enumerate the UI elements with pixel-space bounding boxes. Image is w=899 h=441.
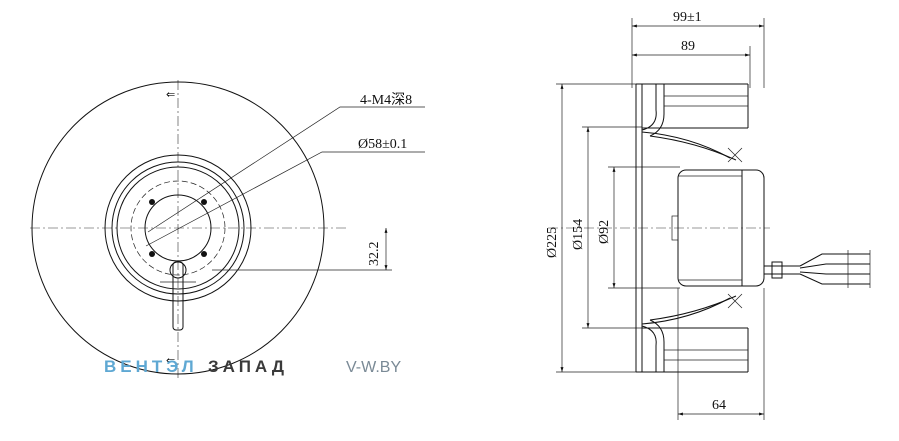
watermark: ВЕНТЭЛ ЗАПАД V-W.BY xyxy=(104,357,401,376)
mounting-holes xyxy=(149,199,207,257)
rotation-arrow-bottom: ⇐ xyxy=(166,354,175,367)
rotation-arrow-top: ⇐ xyxy=(166,88,175,101)
inlet-ring-middle xyxy=(111,161,245,295)
watermark-brand-part2: ЗАПАД xyxy=(208,357,288,376)
mounting-hole xyxy=(201,251,207,257)
mounting-hole xyxy=(149,199,155,205)
mounting-hole xyxy=(201,199,207,205)
cable-exit xyxy=(160,261,196,331)
cable-leads xyxy=(764,250,871,288)
inlet-ring-inner xyxy=(116,166,240,290)
impeller-side-outline xyxy=(635,83,749,373)
hub-circle xyxy=(144,194,212,262)
dim-offset-label: 32.2 xyxy=(367,242,382,267)
mounting-hole xyxy=(149,251,155,257)
motor-body xyxy=(671,169,765,287)
dim-d154-label: Ø154 xyxy=(571,219,586,250)
dim-overall-width-label: 99±1 xyxy=(673,10,702,25)
dim-body-width-label: 89 xyxy=(681,39,695,54)
side-view: 99±1 89 Ø225 Ø154 Ø92 xyxy=(545,10,871,420)
dim-motor-depth-label: 64 xyxy=(712,398,726,413)
leader-diameter-callout xyxy=(145,151,425,247)
leader-thread-callout xyxy=(147,106,425,233)
dim-d92-label: Ø92 xyxy=(597,220,612,244)
callout-thread: 4-M4深8 xyxy=(360,92,412,108)
front-view: ⇐ ⇐ 4-M4深8 Ø58±0.1 32.2 xyxy=(30,80,425,380)
callout-diameter: Ø58±0.1 xyxy=(358,137,407,152)
dim-d225-label: Ø225 xyxy=(545,227,560,258)
inlet-ring-outer xyxy=(104,154,252,302)
cable-lead xyxy=(172,261,184,331)
impeller-outer-circle xyxy=(31,81,325,375)
watermark-site: V-W.BY xyxy=(346,359,401,376)
watermark-brand-part1: ВЕНТЭЛ xyxy=(104,357,198,376)
bolt-pitch-circle xyxy=(130,180,226,276)
